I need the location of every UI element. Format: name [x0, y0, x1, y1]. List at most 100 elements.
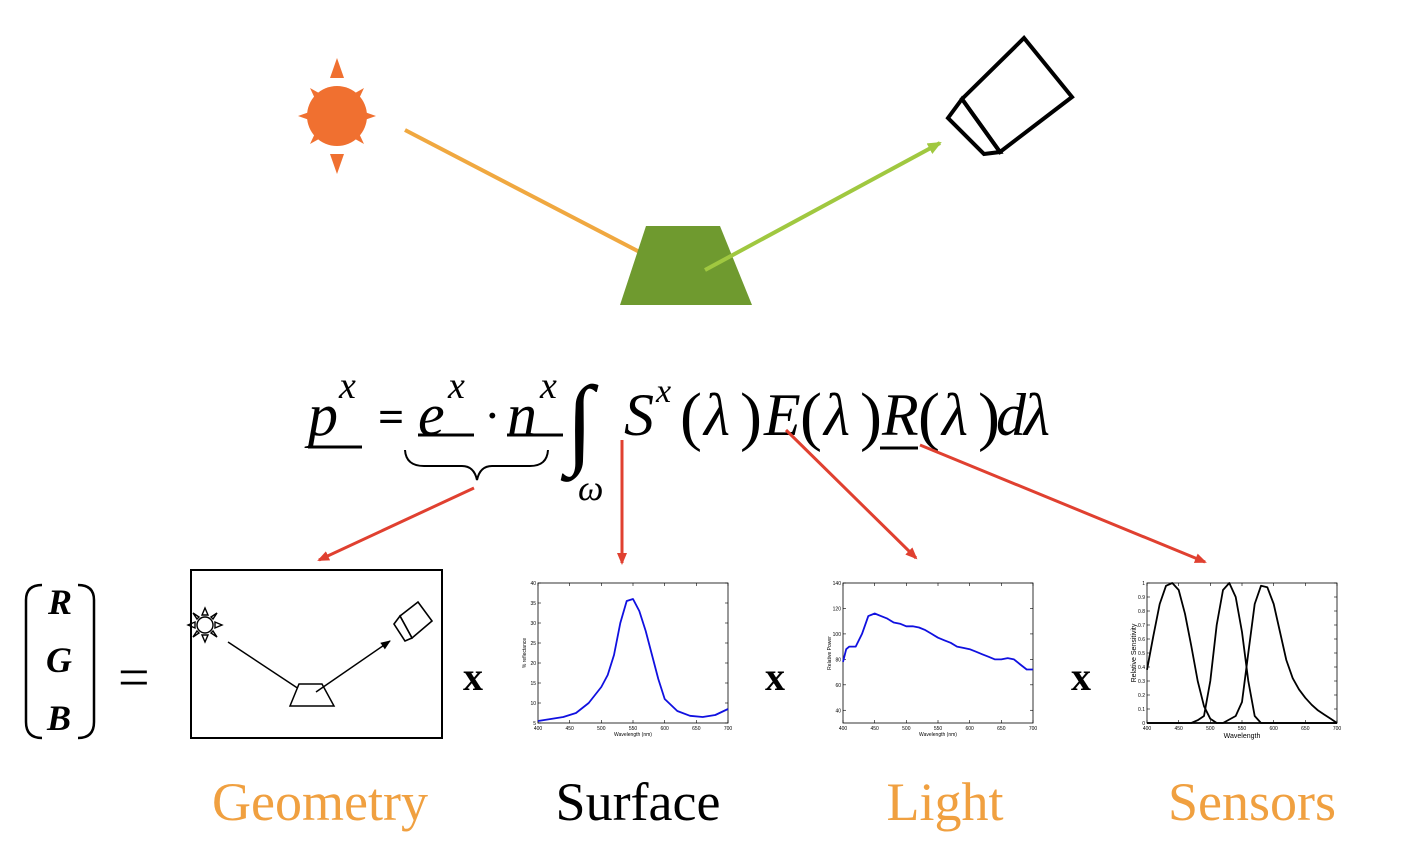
series-line-2 — [1147, 582, 1337, 724]
x-tick-label: 450 — [870, 726, 879, 732]
y-tick-label: 0.7 — [1138, 623, 1145, 629]
label-sensors: Sensors — [1168, 772, 1336, 832]
eq-lambda-1: λ — [702, 382, 730, 448]
eq-S-sup: x — [655, 373, 671, 410]
small-camera-icon — [393, 600, 434, 643]
small-sun-icon — [186, 606, 224, 644]
x-tick-label: 650 — [692, 726, 701, 732]
times-2: x — [765, 654, 785, 699]
eq-e: e — [418, 382, 445, 448]
y-tick-label: 40 — [835, 708, 841, 714]
vector-bracket-left — [24, 583, 43, 740]
series-line-1 — [842, 612, 1033, 671]
x-tick-label: 600 — [965, 726, 974, 732]
times-3: x — [1071, 654, 1091, 699]
x-tick-label: 550 — [629, 726, 638, 732]
camera-icon — [945, 35, 1075, 157]
rgb-vector: R G B — [24, 582, 96, 740]
incident-light-arrow — [404, 128, 680, 274]
y-tick-label: 40 — [530, 581, 536, 587]
eq-paren-close-2: ) — [860, 380, 882, 453]
y-axis-label: Relative Power — [827, 636, 833, 670]
small-reflected-arrow — [315, 640, 391, 693]
eq-lambda-4: λ — [1022, 382, 1050, 448]
eq-S: S — [624, 382, 654, 448]
y-tick-label: 1 — [1142, 581, 1145, 587]
eq-paren-open-1: ( — [680, 380, 702, 453]
eq-paren-close-1: ) — [740, 380, 762, 453]
x-axis-label: Wavelength — [1224, 733, 1261, 740]
eq-n-sup: x — [539, 365, 557, 407]
x-tick-label: 700 — [1333, 726, 1342, 732]
eq-paren-close-3: ) — [978, 380, 1000, 453]
y-tick-label: 10 — [530, 701, 536, 707]
eq-R: R — [881, 382, 919, 448]
y-tick-label: 140 — [833, 581, 842, 587]
plot-frame — [537, 582, 729, 724]
y-tick-label: 80 — [835, 657, 841, 663]
eq-paren-open-2: ( — [800, 380, 822, 453]
eq-lambda-2: λ — [822, 382, 850, 448]
y-tick-label: 0.1 — [1138, 707, 1145, 713]
eq-e-sup: x — [447, 365, 465, 407]
plot-frame — [842, 582, 1034, 724]
x-tick-label: 500 — [902, 726, 911, 732]
geometry-brace — [404, 449, 549, 481]
eq-lambda-3: λ — [940, 382, 968, 448]
x-tick-label: 500 — [597, 726, 606, 732]
y-tick-label: 20 — [530, 661, 536, 667]
rendering-equation: p x = e x · n x ∫ ω S x ( λ ) E ( λ ) R … — [304, 365, 1050, 508]
x-tick-label: 500 — [1206, 726, 1215, 732]
y-tick-label: 35 — [530, 601, 536, 607]
y-tick-label: 30 — [530, 621, 536, 627]
x-tick-label: 650 — [1301, 726, 1310, 732]
x-tick-label: 550 — [934, 726, 943, 732]
y-tick-label: 25 — [530, 641, 536, 647]
label-light: Light — [887, 772, 1004, 832]
y-tick-label: 120 — [833, 606, 842, 612]
small-surface — [288, 683, 336, 707]
eq-integral: ∫ — [560, 366, 599, 482]
vector-R: R — [47, 582, 72, 622]
label-surface: Surface — [556, 772, 721, 832]
times-1: x — [463, 654, 483, 699]
vector-B: B — [46, 698, 71, 738]
series-line-1 — [537, 598, 729, 722]
series-line-3 — [1147, 584, 1338, 724]
x-tick-label: 700 — [724, 726, 733, 732]
x-axis-label: Wavelength (nm) — [614, 732, 652, 738]
y-tick-label: 0.5 — [1138, 651, 1145, 657]
surface-patch — [620, 226, 752, 305]
series-line-1 — [1146, 582, 1337, 724]
pointer-to-geometry — [317, 486, 475, 562]
eq-paren-open-3: ( — [918, 380, 940, 453]
eq-n: n — [507, 382, 537, 448]
y-tick-label: 0.8 — [1138, 609, 1145, 615]
x-tick-label: 600 — [1269, 726, 1278, 732]
y-tick-label: 0.4 — [1138, 665, 1145, 671]
x-tick-label: 400 — [839, 726, 848, 732]
x-tick-label: 400 — [534, 726, 543, 732]
eq-p: p — [304, 382, 338, 448]
y-tick-label: 60 — [835, 683, 841, 689]
sun-icon — [298, 58, 376, 174]
y-tick-label: 0.3 — [1138, 679, 1145, 685]
x-tick-label: 450 — [1174, 726, 1183, 732]
small-incident-arrow — [227, 641, 309, 696]
vector-bracket-right — [77, 583, 96, 740]
eq-dot: · — [484, 387, 501, 443]
eq-p-sup: x — [338, 365, 356, 407]
y-tick-label: 15 — [530, 681, 536, 687]
label-geometry: Geometry — [212, 772, 428, 832]
x-tick-label: 400 — [1143, 726, 1152, 732]
geometry-panel — [186, 569, 443, 739]
pointer-to-sensors — [919, 443, 1207, 564]
reflected-light-arrow — [704, 141, 942, 272]
vector-G: G — [46, 640, 72, 680]
x-tick-label: 600 — [660, 726, 669, 732]
y-tick-label: 0.9 — [1138, 595, 1145, 601]
